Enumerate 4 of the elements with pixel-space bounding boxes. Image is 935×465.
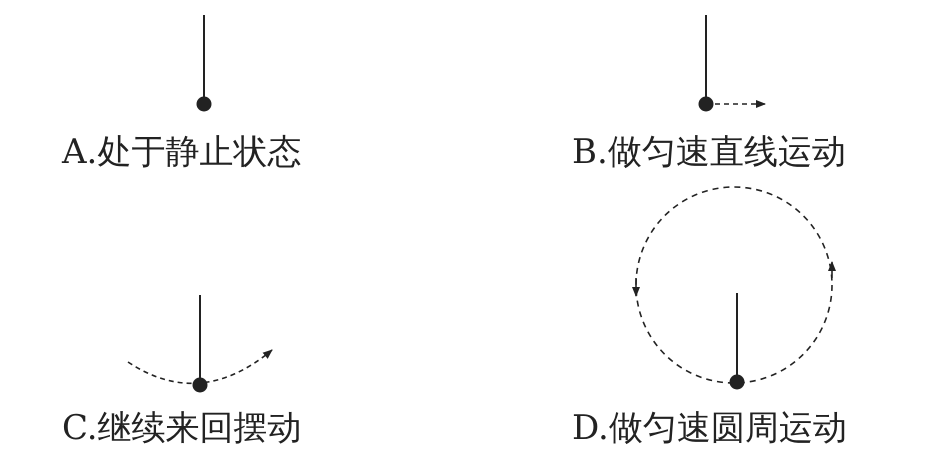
caption: C.继续来回摆动 [62,408,302,448]
caption: B.做匀速直线运动 [572,132,846,172]
caption: D.做匀速圆周运动 [572,408,847,448]
caption: A.处于静止状态 [62,132,302,172]
